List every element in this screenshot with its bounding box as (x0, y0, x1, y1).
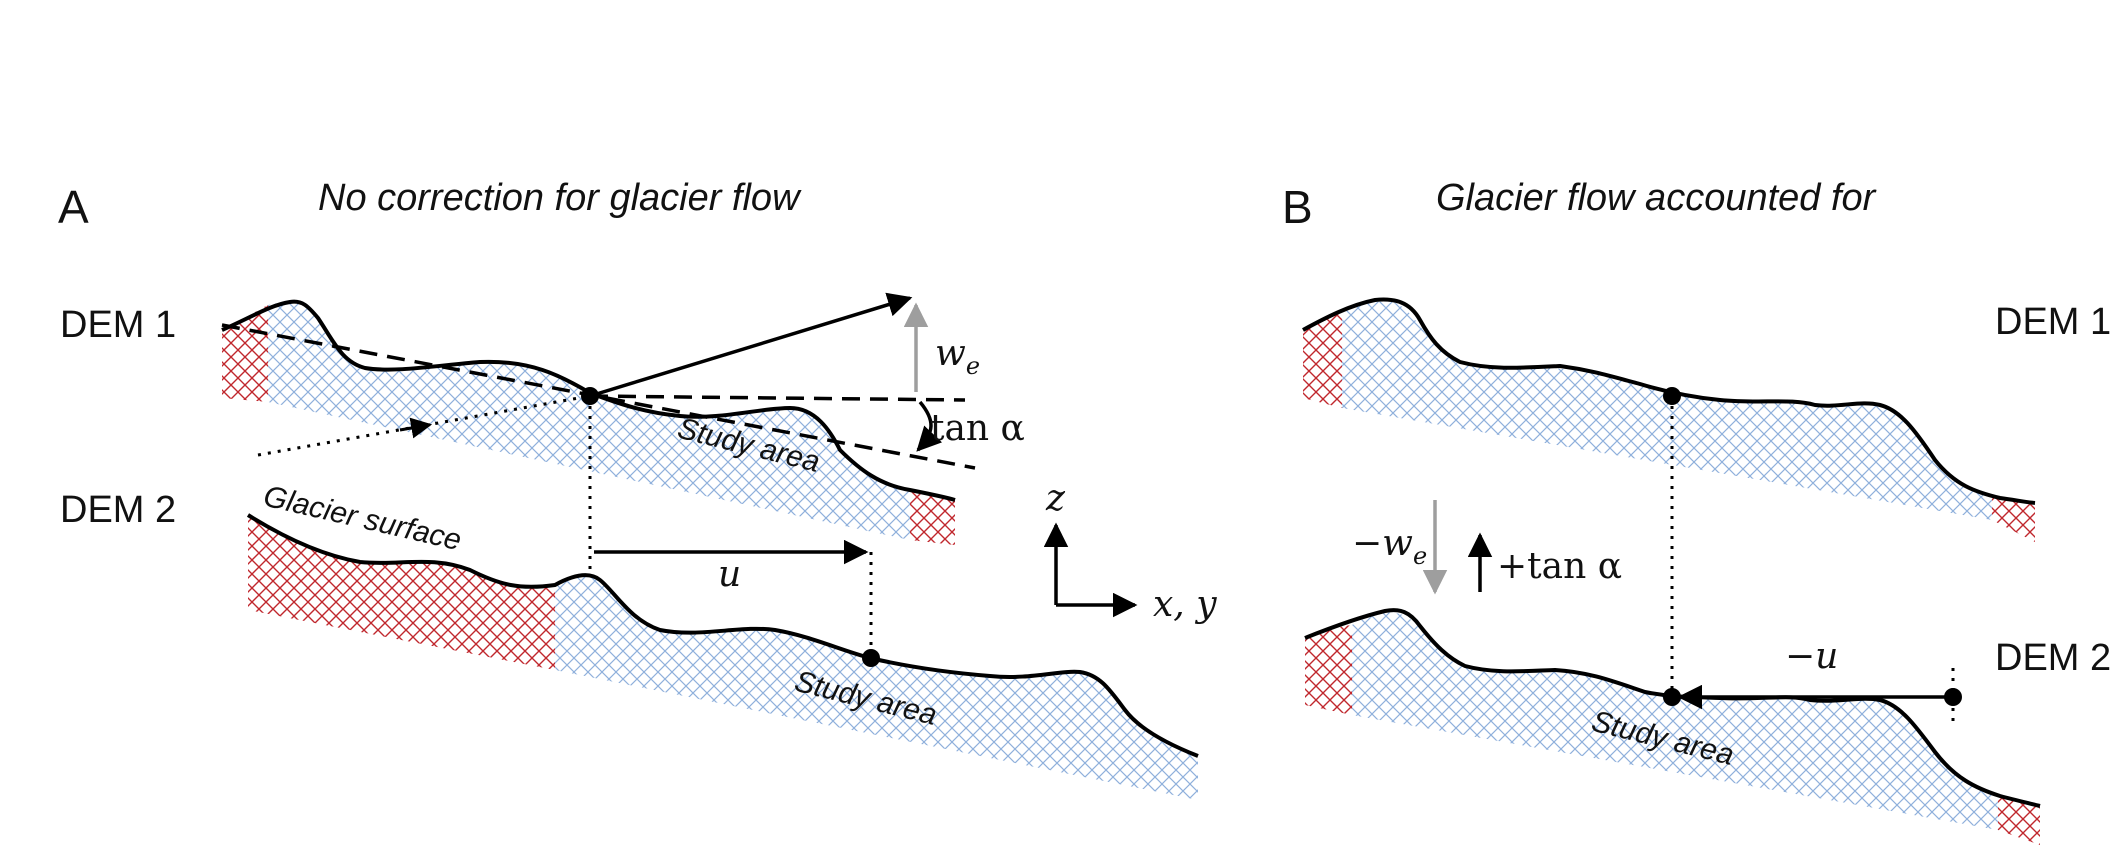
u-label: u (718, 554, 741, 595)
panel-a-dem1-label: DEM 1 (60, 304, 176, 346)
panel-b-dem2-red-end (1998, 795, 2040, 845)
we-label: we (935, 333, 980, 380)
coordinate-axes: z x, y (1043, 478, 1217, 625)
panel-b-dem1-label: DEM 1 (1995, 301, 2111, 343)
panel-a: A No correction for glacier flow DEM 1 D… (58, 177, 1217, 800)
pos-tan-alpha-label: +tan α (1497, 546, 1622, 587)
dem1-point-marker (581, 387, 599, 405)
trajectory-arrowhead (399, 417, 433, 439)
panel-b-dem1-surface-line (1302, 297, 2036, 505)
panel-b-dem1-red-end (1992, 496, 2035, 542)
dem1-stable-zone (222, 305, 268, 402)
dem1-glacier-zone (268, 301, 910, 540)
z-axis-label: z (1045, 478, 1066, 519)
panel-a-letter: A (58, 181, 89, 233)
tan-alpha-curved-arrow (916, 400, 943, 452)
slope-dashed-line (221, 323, 976, 470)
panel-b-dem2-point-marker (1663, 688, 1681, 706)
panel-b-dem2-glacier-zone (1352, 612, 1998, 830)
dem2-surface-line (246, 513, 1199, 758)
panel-b-shift-point-marker (1944, 688, 1962, 706)
dem1-red-end (910, 490, 955, 545)
trajectory-dotted-line (257, 394, 591, 457)
panel-a-dem2-label: DEM 2 (60, 489, 176, 531)
panel-a-dem2-terrain (246, 513, 1199, 800)
panel-b-dem1-glacier-zone (1342, 301, 1992, 520)
horizontal-dashed-line (589, 394, 966, 402)
neg-u-label: −u (1785, 636, 1838, 677)
panel-b-dem1-stable-zone (1303, 313, 1342, 408)
dem2-glacier-zone (555, 575, 1198, 800)
xy-axis-label: x, y (1153, 584, 1217, 625)
panel-b-dem1-terrain (1302, 297, 2036, 542)
tan-alpha-label: tan α (930, 408, 1025, 449)
panel-b-dem2-stable-zone (1305, 625, 1352, 715)
panel-b-letter: B (1282, 181, 1313, 233)
panel-b: B Glacier flow accounted for DEM 1 DEM 2… (1282, 177, 2111, 845)
panel-b-dem2-label: DEM 2 (1995, 637, 2111, 679)
panel-b-dem1-point-marker (1663, 387, 1681, 405)
dem2-point-marker (862, 649, 880, 667)
panel-a-title: No correction for glacier flow (318, 177, 802, 219)
displacement-vector-arrow (589, 292, 913, 398)
panel-b-title: Glacier flow accounted for (1436, 177, 1877, 219)
neg-we-label: −we (1352, 523, 1427, 570)
